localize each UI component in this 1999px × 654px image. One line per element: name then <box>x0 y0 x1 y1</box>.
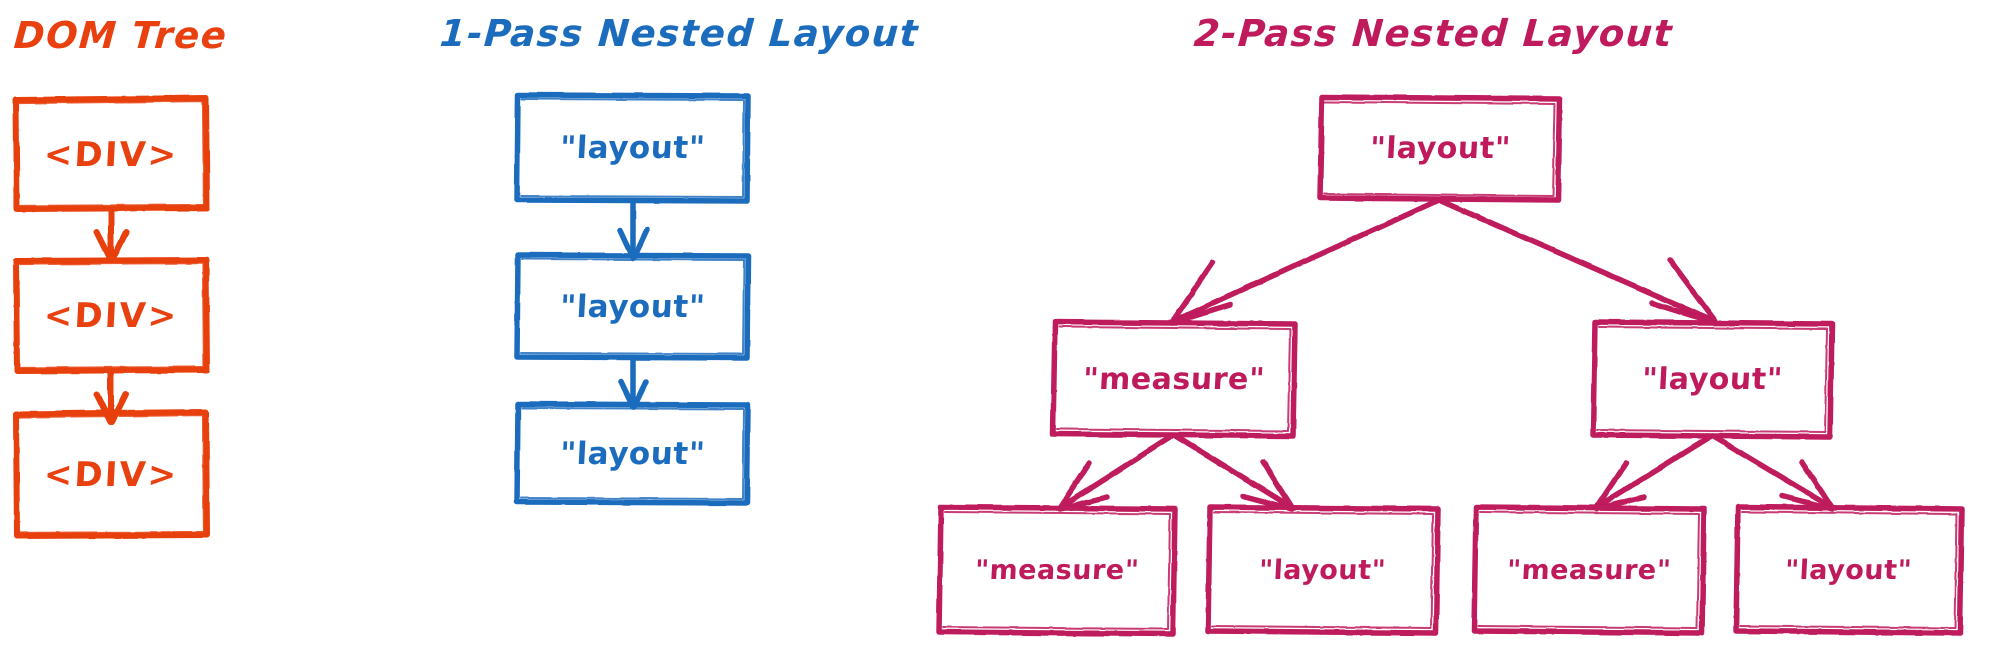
dom-node-3-label: <DIV> <box>43 455 180 495</box>
onepass-node-2-box[interactable] <box>514 252 751 361</box>
two-pass-graphics <box>936 94 1965 637</box>
onepass-arrow-2-3 <box>618 355 649 410</box>
twopass-leaf-2-label: "layout" <box>1258 554 1388 586</box>
twopass-edge-midleft-leaf1 <box>1057 433 1175 512</box>
dom-node-1-box[interactable] <box>13 95 210 212</box>
section-title-dom-tree: DOM Tree <box>12 14 229 57</box>
twopass-mid-right-box[interactable] <box>1590 319 1835 440</box>
section-title-two-pass: 2-Pass Nested Layout <box>1192 12 1675 55</box>
twopass-edge-midright-leaf3 <box>1593 434 1713 512</box>
twopass-edge-root-midright <box>1438 198 1719 326</box>
dom-node-3[interactable]: <DIV> <box>16 414 207 536</box>
twopass-root-label: "layout" <box>1368 131 1512 166</box>
twopass-leaf-2-box[interactable] <box>1205 504 1441 636</box>
dom-node-2-label: <DIV> <box>43 296 180 336</box>
twopass-root[interactable]: "layout" <box>1320 97 1560 200</box>
twopass-leaf-2[interactable]: "layout" <box>1208 507 1438 633</box>
twopass-leaf-4-label: "layout" <box>1784 554 1914 586</box>
dom-node-3-box[interactable] <box>13 409 210 539</box>
dom-arrow-1-2 <box>94 206 129 263</box>
twopass-mid-right[interactable]: "layout" <box>1593 322 1832 437</box>
twopass-leaf-4-box[interactable] <box>1733 504 1965 636</box>
section-title-one-pass: 1-Pass Nested Layout <box>438 12 921 55</box>
twopass-leaf-3-box[interactable] <box>1471 504 1707 636</box>
onepass-node-3-box[interactable] <box>514 401 751 506</box>
onepass-arrow-1-2 <box>617 198 650 261</box>
onepass-node-1-label: "layout" <box>558 130 707 166</box>
onepass-node-3[interactable]: "layout" <box>517 404 748 503</box>
dom-node-1-label: <DIV> <box>43 134 180 175</box>
onepass-node-3-label: "layout" <box>558 435 707 472</box>
dom-node-2[interactable]: <DIV> <box>16 261 207 371</box>
dom-tree-graphics <box>13 95 210 539</box>
dom-node-2-box[interactable] <box>13 257 210 374</box>
twopass-mid-right-label: "layout" <box>1641 362 1784 397</box>
one-pass-graphics <box>514 92 751 506</box>
twopass-leaf-1-box[interactable] <box>936 504 1178 637</box>
twopass-edge-root-midleft <box>1169 198 1440 326</box>
twopass-leaf-4[interactable]: "layout" <box>1736 507 1962 633</box>
twopass-leaf-1-label: "measure" <box>974 555 1140 586</box>
twopass-edge-midright-leaf4 <box>1711 434 1835 512</box>
twopass-leaf-3[interactable]: "measure" <box>1474 507 1704 633</box>
twopass-leaf-1[interactable]: "measure" <box>939 507 1175 634</box>
onepass-node-1-box[interactable] <box>514 92 751 204</box>
onepass-node-1[interactable]: "layout" <box>517 95 748 201</box>
onepass-node-2[interactable]: "layout" <box>517 255 748 358</box>
twopass-leaf-3-label: "measure" <box>1506 554 1672 586</box>
onepass-node-2-label: "layout" <box>558 288 707 325</box>
twopass-edge-midleft-leaf2 <box>1173 433 1295 512</box>
dom-node-1[interactable]: <DIV> <box>16 100 207 209</box>
twopass-mid-left-label: "measure" <box>1082 361 1266 397</box>
twopass-root-box[interactable] <box>1317 94 1563 203</box>
twopass-mid-left-box[interactable] <box>1050 319 1298 439</box>
twopass-mid-left[interactable]: "measure" <box>1053 322 1295 436</box>
